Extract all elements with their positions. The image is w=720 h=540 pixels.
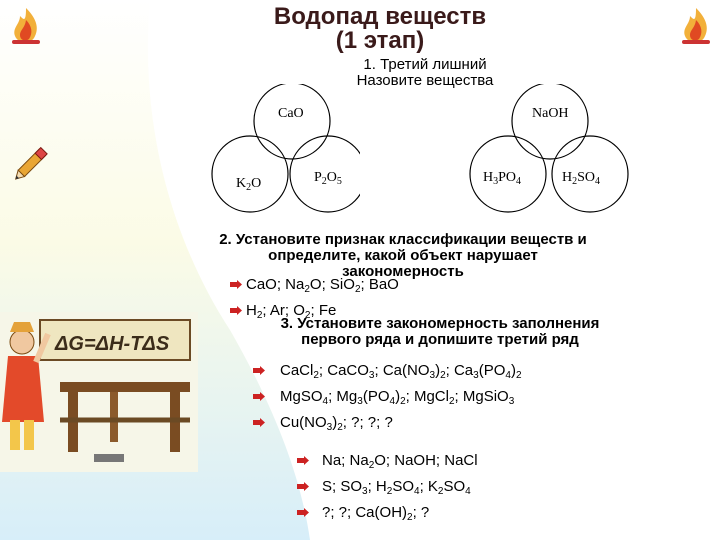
task2-line-3: закономерность xyxy=(342,263,464,280)
task2-line-2: определите, какой объект нарушает xyxy=(268,247,538,264)
bullet-icon xyxy=(253,392,265,401)
pencil-icon xyxy=(14,146,48,180)
bullet-icon xyxy=(297,456,309,465)
title-line-1: Водопад веществ xyxy=(273,3,487,30)
task2-heading: 2. Установите признак классификации веще… xyxy=(178,232,628,280)
venn-diagram-right xyxy=(469,84,629,213)
task3-row-a: CaCl2; CaCO3; Ca(NO3)2; Ca3(PO4)2 xyxy=(280,362,522,381)
venn-left-top-label: CaO xyxy=(278,106,304,121)
page-title: Водопад веществ (1 этап) xyxy=(200,5,560,53)
venn-left-bottom-left-circle xyxy=(211,135,289,213)
venn-right-right-label: H2SO4 xyxy=(562,170,601,187)
task2-row-2: H2; Ar; O2; Fe xyxy=(246,302,337,321)
task2-row-1: CaO; Na2O; SiO2; BaO xyxy=(246,276,399,295)
venn-left-right-label: P2O5 xyxy=(314,170,342,187)
flame-icon-right xyxy=(682,8,710,44)
flame-icon-left xyxy=(12,8,40,44)
task1-heading: 1. Третий лишний Назовите вещества xyxy=(340,57,510,89)
bullet-icon xyxy=(297,508,309,517)
task3-row-e: S; SO3; H2SO4; K2SO4 xyxy=(322,478,471,497)
task3-heading: 3. Установите закономерность заполнения … xyxy=(240,316,640,348)
task3-line-2: первого ряда и допишите третий ряд xyxy=(301,331,579,348)
task2-line-1: 2. Установите признак классификации веще… xyxy=(219,231,587,248)
venn-right-left-label: H3PO4 xyxy=(483,170,522,187)
task1-line-2: Назовите вещества xyxy=(356,72,494,89)
task3-row-d: Na; Na2O; NaOH; NaCl xyxy=(322,452,478,471)
venn-diagram-left xyxy=(211,84,360,213)
formula-board-text: ΔG=ΔH-TΔS xyxy=(54,333,170,355)
scientist-illustration: ΔG=ΔH-TΔS xyxy=(0,312,198,472)
task1-line-1: 1. Третий лишний xyxy=(363,56,487,73)
task3-row-c: Cu(NO3)2; ?; ?; ? xyxy=(280,414,393,433)
bullet-icon xyxy=(230,306,242,315)
task3-row-f: ?; ?; Ca(OH)2; ? xyxy=(322,504,430,523)
venn-left-top-circle xyxy=(253,84,331,160)
venn-right-bottom-left-circle xyxy=(469,135,547,213)
venn-right-top-circle xyxy=(511,84,589,160)
venn-left-left-label: K2O xyxy=(236,176,262,193)
bullet-icon xyxy=(230,280,242,289)
bullet-icon xyxy=(253,418,265,427)
title-line-2: (1 этап) xyxy=(335,27,425,54)
venn-right-top-label: NaOH xyxy=(532,106,569,121)
task3-row-b: MgSO4; Mg3(PO4)2; MgCl2; MgSiO3 xyxy=(280,388,515,407)
bullet-icon xyxy=(297,482,309,491)
task3-line-1: 3. Установите закономерность заполнения xyxy=(280,315,600,332)
venn-left-bottom-right-circle xyxy=(289,135,360,213)
bullet-icon xyxy=(253,366,265,375)
venn-right-bottom-right-circle xyxy=(551,135,629,213)
